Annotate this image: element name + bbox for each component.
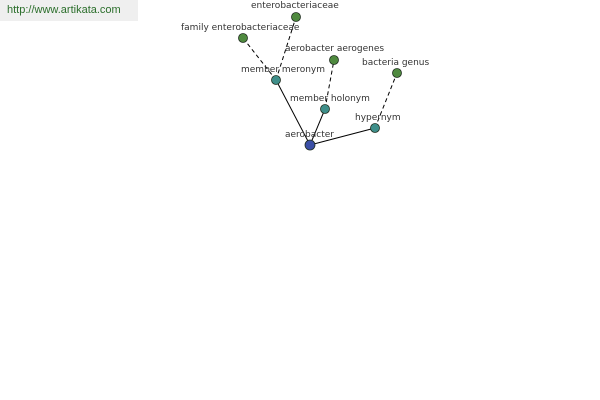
nodes-layer: aerobacter member meronym member holonym hy… (181, 1, 429, 151)
node-label: member meronym (241, 65, 325, 75)
node-marker[interactable] (291, 12, 301, 22)
node-enterobacteriaceae[interactable]: enterobacteriaceae (251, 1, 339, 22)
edge-aerobacter-to-hypernym (309, 127, 376, 146)
node-label: hypernym (355, 113, 401, 123)
node-hypernym[interactable]: hypernym (355, 113, 401, 133)
node-label: bacteria genus (362, 58, 429, 68)
node-member-holonym[interactable]: member holonym (290, 94, 370, 114)
node-marker[interactable] (329, 55, 339, 65)
node-member-meronym[interactable]: member meronym (241, 65, 325, 85)
node-label: aerobacter aerogenes (285, 44, 384, 54)
edges-layer (242, 16, 398, 146)
node-label: enterobacteriaceae (251, 1, 339, 11)
edge-hypernym-to-bacteria-genus (374, 72, 398, 129)
node-aerobacter[interactable]: aerobacter (285, 130, 334, 151)
node-marker[interactable] (392, 68, 402, 78)
node-marker[interactable] (238, 33, 248, 43)
edge-aerobacter-to-member-holonym (309, 108, 326, 146)
node-label: aerobacter (285, 130, 334, 140)
node-family-enterobacteriaceae[interactable]: family enterobacteriaceae (181, 23, 300, 43)
node-marker[interactable] (304, 139, 316, 151)
node-label: member holonym (290, 94, 370, 104)
node-marker[interactable] (370, 123, 380, 133)
edge-member-meronym-to-family-enterobacteriaceae (242, 37, 277, 81)
node-marker[interactable] (271, 75, 281, 85)
node-bacteria-genus[interactable]: bacteria genus (362, 58, 429, 78)
source-url-banner: http://www.artikata.com (0, 0, 138, 21)
node-marker[interactable] (320, 104, 330, 114)
node-label: family enterobacteriaceae (181, 23, 300, 33)
edge-aerobacter-to-member-meronym (275, 79, 311, 146)
edge-member-holonym-to-aerobacter-aerogenes (324, 59, 335, 110)
node-aerobacter-aerogenes[interactable]: aerobacter aerogenes (285, 44, 384, 65)
